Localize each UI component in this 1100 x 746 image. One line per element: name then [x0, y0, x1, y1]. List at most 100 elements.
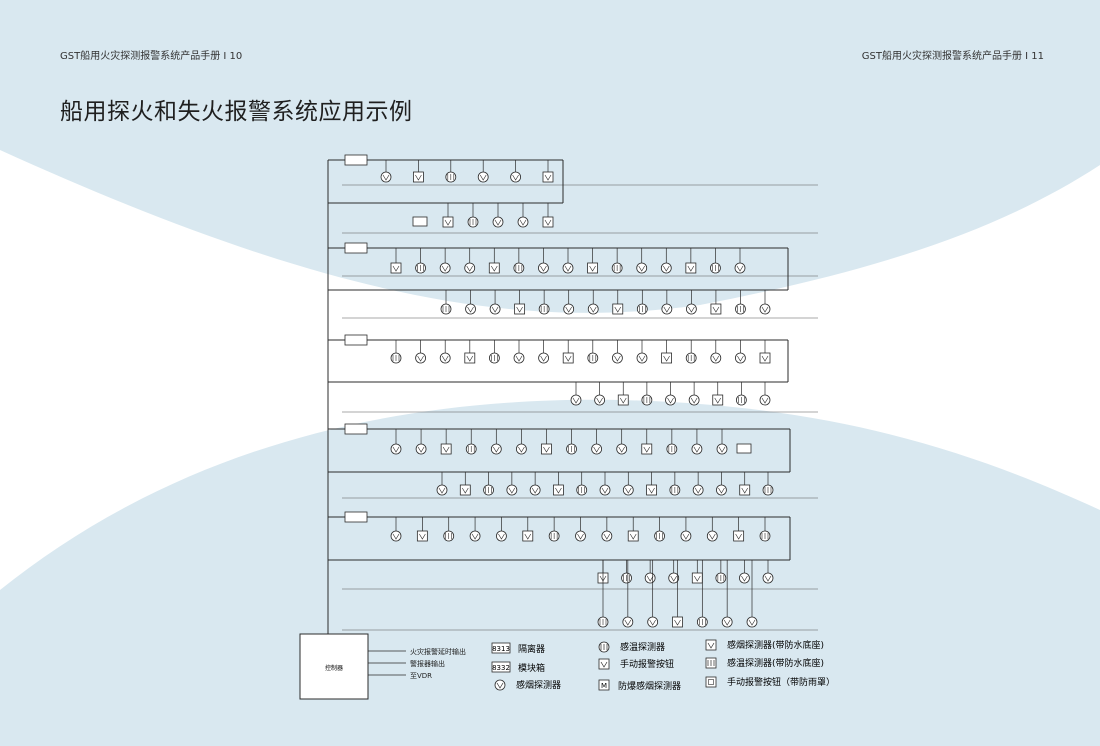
smoke-detector-icon	[622, 484, 634, 496]
smoke-detector-icon	[616, 443, 628, 455]
manual-call-point-icon	[459, 484, 471, 496]
smoke-detector-icon	[612, 352, 623, 364]
smoke-detector-icon	[636, 352, 648, 364]
smoke-detector-icon	[390, 443, 402, 455]
manual-call-point-icon	[759, 352, 771, 364]
wiring	[327, 159, 791, 634]
module-box	[736, 443, 752, 454]
manual-call-point-icon	[646, 484, 657, 496]
smoke-detector-icon	[587, 303, 599, 315]
isolator-box	[344, 334, 368, 346]
smoke-detector-icon	[538, 262, 549, 274]
legend-isolator: 隔离器	[518, 643, 545, 655]
smoke-detector-icon	[688, 394, 700, 406]
smoke-detector-icon	[710, 352, 722, 364]
smoke-detector-icon	[510, 171, 521, 183]
smoke-detector-icon	[496, 530, 507, 542]
module-box	[412, 216, 428, 227]
smoke-detector-icon	[746, 616, 758, 628]
smoke-detector-icon	[477, 171, 489, 183]
smoke-detector-icon	[739, 572, 750, 584]
smoke-detector-icon	[464, 262, 476, 274]
manual-call-point-icon	[542, 216, 554, 228]
legend-module-code: 8332	[492, 664, 510, 672]
smoke-detector-icon	[415, 443, 427, 455]
smoke-detector-icon	[575, 530, 586, 542]
manual-call-point-icon	[710, 303, 722, 315]
smoke-detector-icon	[490, 443, 502, 455]
smoke-detector-icon	[706, 530, 718, 542]
deck-lines	[342, 184, 818, 631]
output-alarm-sounder: 警报器输出	[410, 659, 445, 668]
manual-call-point-icon	[617, 394, 629, 406]
manual-call-point-icon	[553, 484, 564, 496]
smoke-detector-icon	[759, 394, 771, 406]
legend-smoke-detector-waterproof: 感烟探测器(带防水底座)	[727, 639, 824, 651]
smoke-detector-icon	[439, 352, 451, 364]
legend-heat-detector-waterproof: 感温探测器(带防水底座)	[727, 657, 824, 669]
manual-call-point-icon	[712, 394, 724, 406]
manual-call-point-icon	[562, 352, 574, 364]
smoke-detector-icon	[692, 484, 704, 496]
output-vdr: 至VDR	[410, 672, 432, 680]
smoke-detector-icon	[591, 443, 603, 455]
isolator-box	[344, 423, 368, 435]
smoke-detector-icon	[517, 216, 529, 228]
legend-smoke-detector: 感烟探测器	[516, 679, 561, 691]
control-panel-label: 控制器	[325, 664, 343, 672]
manual-call-point-icon	[541, 443, 552, 455]
smoke-detector-icon	[680, 530, 692, 542]
smoke-detector-icon	[563, 303, 575, 315]
smoke-detector-icon	[515, 443, 527, 455]
isolator-box	[344, 154, 368, 166]
legend: 8313 隔离器 8332 模块箱 感烟探测器 感温探测器 手动报警按钮 M 防…	[491, 639, 835, 692]
legend-explosion-proof-smoke-detector: 防爆感烟探测器	[618, 680, 681, 692]
legend-manual-call-point-rainproof: 手动报警按钮（带防雨罩）	[727, 676, 835, 688]
isolators	[344, 154, 752, 523]
manual-call-point-icon	[612, 303, 624, 315]
smoke-detector-icon	[734, 262, 746, 274]
page-header-left: GST船用火灾探测报警系统产品手册 I 10	[60, 51, 243, 62]
manual-call-point-icon	[440, 443, 452, 455]
manual-call-point-icon	[412, 171, 424, 183]
smoke-detector-icon	[660, 262, 672, 274]
controller-outputs: 火灾报警延时输出 警报器输出 至VDR	[368, 647, 466, 680]
manual-call-point-icon	[442, 216, 454, 228]
svg-text:M: M	[601, 682, 607, 690]
control-panel: 控制器	[299, 633, 369, 700]
manual-call-point-icon	[685, 262, 697, 274]
smoke-detector-icon	[415, 352, 427, 364]
smoke-detector-icon	[513, 352, 525, 364]
smoke-detector-icon	[538, 352, 549, 364]
smoke-detector-icon	[380, 171, 392, 183]
smoke-detector-icon	[665, 394, 676, 406]
legend-module: 模块箱	[518, 662, 545, 674]
smoke-detector-icon	[390, 530, 402, 542]
smoke-detector-icon	[661, 303, 673, 315]
smoke-detector-icon	[492, 216, 504, 228]
smoke-detector-icon	[762, 572, 774, 584]
smoke-detector-icon	[636, 262, 648, 274]
legend-heat-detector: 感温探测器	[620, 641, 665, 653]
smoke-detector-icon	[601, 530, 613, 542]
manual-call-point-icon	[627, 530, 639, 542]
manual-call-point-icon	[390, 262, 402, 274]
devices	[380, 160, 774, 628]
isolator-box	[344, 242, 368, 254]
isolator-box	[344, 511, 368, 523]
legend-manual-call-point: 手动报警按钮	[620, 658, 674, 670]
manual-call-point-icon	[641, 443, 653, 455]
output-fire-alarm-delay: 火灾报警延时输出	[410, 647, 466, 656]
smoke-detector-icon	[735, 352, 746, 364]
smoke-detector-icon	[465, 303, 476, 315]
smoke-detector-icon	[647, 616, 659, 628]
smoke-detector-icon	[685, 303, 697, 315]
smoke-detector-icon	[439, 262, 451, 274]
manual-call-point-icon	[587, 262, 598, 274]
smoke-detector-icon	[570, 394, 582, 406]
smoke-detector-icon	[759, 303, 771, 315]
manual-call-point-icon	[542, 171, 554, 183]
manual-call-point-icon	[514, 303, 526, 315]
smoke-detector-icon	[594, 394, 606, 406]
